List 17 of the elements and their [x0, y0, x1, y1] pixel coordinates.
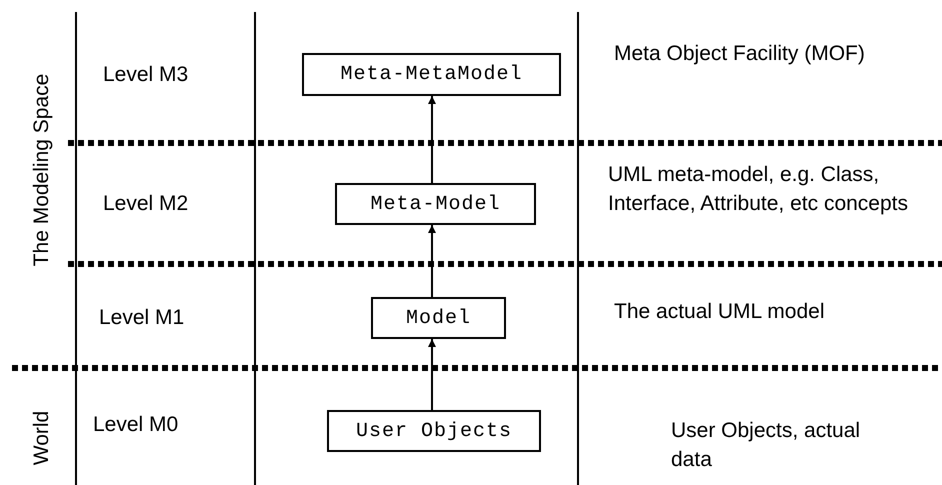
arrow	[428, 225, 436, 297]
description-text: The actual UML model	[614, 299, 824, 325]
arrow	[428, 339, 436, 410]
level-label: Level M2	[103, 191, 188, 217]
level-label: Level M0	[93, 412, 178, 438]
description-text: User Objects, actual data	[671, 418, 862, 473]
description-text: UML meta-model, e.g. Class, Interface, Attribute, etc concepts	[608, 162, 908, 217]
level-label: Level M3	[103, 62, 188, 88]
level-box: Meta-Model	[335, 183, 536, 225]
level-box: Meta-MetaModel	[302, 53, 561, 96]
level-box: User Objects	[327, 410, 541, 452]
level-label: Level M1	[99, 305, 184, 331]
side-label: World	[30, 410, 54, 466]
description-text: Meta Object Facility (MOF)	[614, 41, 865, 67]
arrow	[428, 96, 436, 183]
level-box: Model	[371, 297, 506, 339]
side-label: The Modeling Space	[30, 74, 54, 266]
